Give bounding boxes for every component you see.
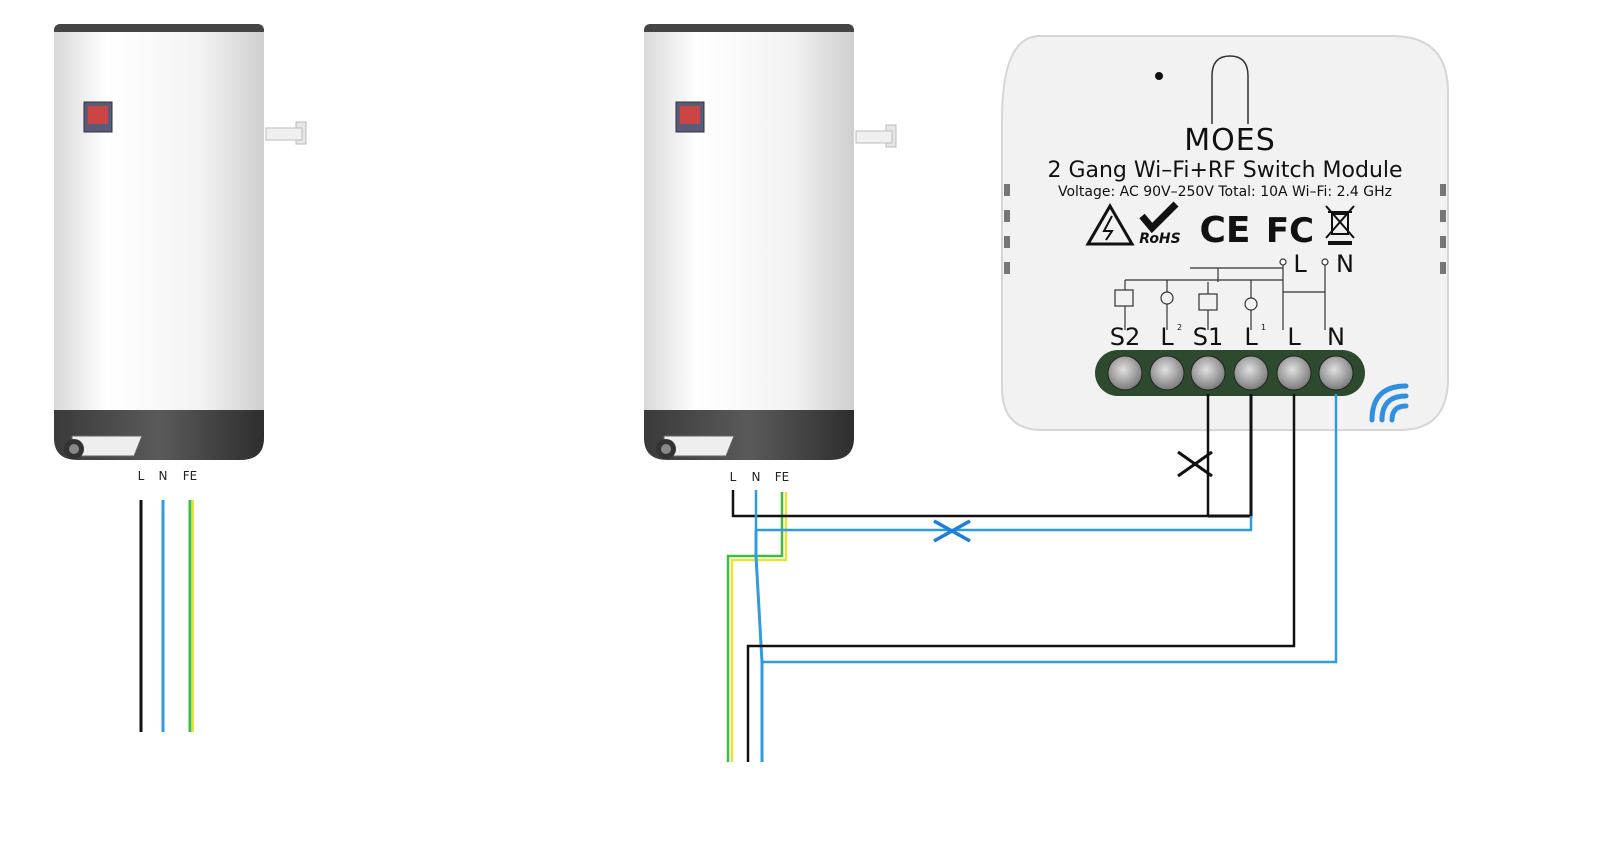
water-heater-left [54,24,307,460]
wifi-icon [1369,383,1409,423]
cross-mark-blue [933,519,971,543]
terminal-s1 [1190,355,1226,391]
pin-label-l: L [1287,323,1301,351]
heater-right-terminal-labels: L N FE [730,470,790,484]
water-heater-right [644,24,897,460]
terminal-s2 [1107,355,1143,391]
pin-sup-1: 1 [1261,323,1266,332]
warning-triangle-icon [1085,203,1135,246]
pin-label-n: N [1327,323,1345,351]
pin-label-s2: S2 [1110,323,1141,351]
wire-earth-yellow [730,492,788,762]
schematic-label-n: N [1336,250,1354,278]
pin-label-s1: S1 [1193,323,1224,351]
wire-heater-neutral [754,490,1253,532]
module-spec: Voltage: AC 90V–250V Total: 10A Wi–Fi: 2… [1058,184,1392,200]
switch-module: MOES 2 Gang Wi–Fi+RF Switch Module Volta… [1001,35,1449,431]
heater-left-label-l: L [138,469,145,483]
heater-right-label-n: N [752,470,761,484]
terminal-l [1276,355,1312,391]
heater-left-cables [139,500,194,732]
module-schematic [1114,258,1329,330]
heater-right-label-fe: FE [775,470,789,484]
cross-mark-black [1177,450,1213,478]
wire-supply-live [746,394,1296,762]
heater-left-label-n: N [159,469,168,483]
schematic-label-l: L [1293,250,1307,278]
rohs-label: RoHS [1139,231,1181,247]
wire-neutral-down [754,530,764,762]
wiring-right [726,394,1338,762]
heater-right-label-l: L [730,470,737,484]
terminal-l1 [1233,355,1269,391]
rohs-check-icon [1139,201,1179,234]
module-brand: MOES [1184,123,1276,158]
heater-left-terminal-labels: L N FE [138,469,198,483]
pin-label-l1: L [1244,323,1258,351]
ce-mark: CE [1199,210,1250,251]
terminal-n [1318,355,1354,391]
module-title: 2 Gang Wi–Fi+RF Switch Module [1047,158,1402,183]
wire-supply-neutral [762,394,1338,664]
terminal-block [1095,350,1365,396]
fc-mark: FC [1266,211,1314,251]
pin-sup-2: 2 [1177,323,1182,332]
heater-left-label-fe: FE [183,469,197,483]
weee-bin-icon [1325,205,1355,245]
pin-label-l2: L [1160,323,1174,351]
terminal-l2 [1149,355,1185,391]
